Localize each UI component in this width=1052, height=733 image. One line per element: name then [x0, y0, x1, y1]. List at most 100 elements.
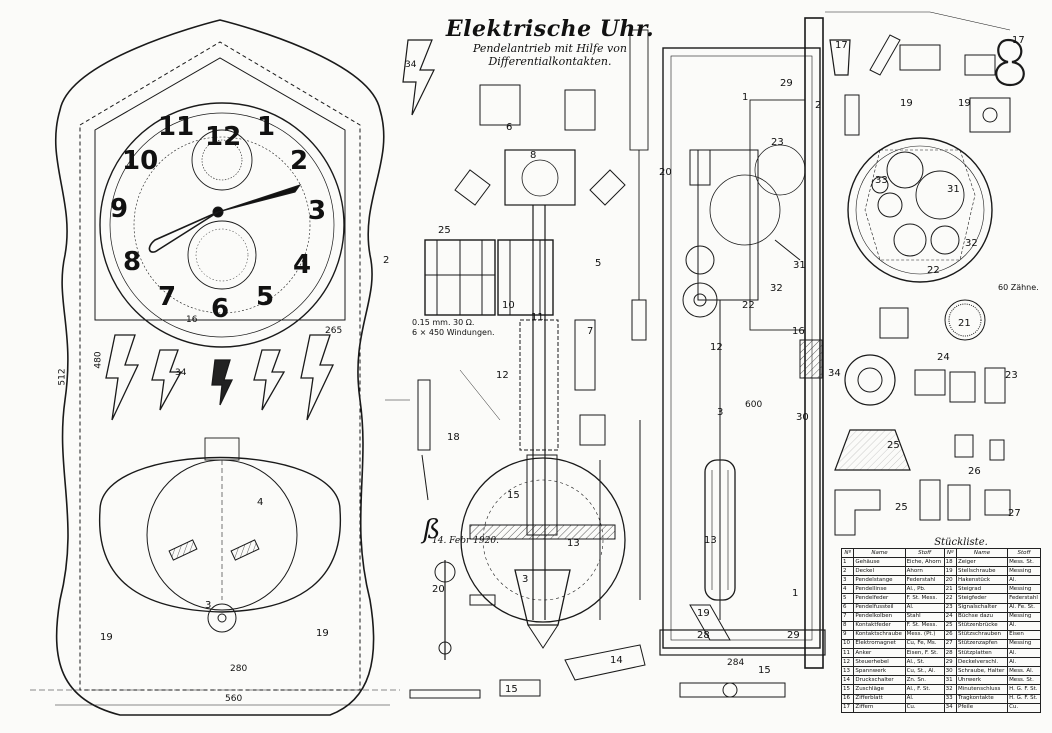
- part-number: 23: [943, 602, 958, 613]
- part-material: Al.: [1007, 648, 1041, 659]
- drawing-title-block: Elektrische Uhr. Pendelantrieb mit Hilfe…: [430, 16, 670, 68]
- part-label: 27: [1008, 508, 1021, 519]
- part-label: 19: [958, 98, 971, 109]
- part-label: 8: [530, 150, 537, 161]
- part-name: Kontaktfeder: [853, 620, 906, 631]
- part-label: 19: [697, 608, 710, 619]
- part-material: Al.: [1007, 620, 1041, 631]
- pendulum-window: [98, 437, 342, 633]
- dial-numeral-5: 5: [256, 282, 275, 312]
- part-name: Steigrad: [955, 584, 1009, 595]
- part-number: 25: [943, 620, 958, 631]
- part-label: 16: [186, 315, 198, 325]
- part-label: 4: [257, 497, 264, 508]
- part-material: Al.: [1007, 575, 1041, 586]
- part-label: 3: [717, 407, 724, 418]
- dial-numeral-8: 8: [123, 247, 142, 277]
- part-name: Stützschrauben: [955, 629, 1009, 640]
- part-number: 9: [840, 629, 855, 640]
- part-label: 23: [771, 137, 784, 148]
- part-name: Pendelkolben: [853, 611, 906, 622]
- part-material: Mess. St.: [1007, 675, 1041, 686]
- part-name: Pendellinse: [853, 584, 906, 595]
- dimension-label: 512: [57, 368, 68, 386]
- header-material: Stoff: [904, 547, 945, 559]
- part-label: 19: [100, 632, 113, 643]
- part-material: Federstahl: [1007, 593, 1041, 604]
- part-number: 12: [840, 657, 855, 668]
- part-label: 16: [792, 326, 805, 337]
- part-material: Messing: [1007, 584, 1041, 595]
- part-number: 15: [840, 684, 855, 695]
- part-name: Büchse dazu: [955, 611, 1009, 622]
- part-material: Messing: [1007, 638, 1041, 650]
- header-material: Stoff: [1007, 547, 1041, 559]
- part-label: 13: [567, 538, 580, 549]
- movement-detail: [825, 11, 1025, 536]
- part-number: 32: [943, 684, 958, 695]
- part-number: 34: [943, 702, 958, 713]
- part-name: Druckschalter: [853, 675, 906, 686]
- part-name: Schraube, Halter: [955, 666, 1009, 677]
- part-label: 25: [438, 225, 451, 236]
- clock-case-front-view: [30, 19, 400, 716]
- part-material: Al., St.: [904, 657, 945, 668]
- part-label: 21: [958, 318, 971, 329]
- part-name: Pendelfeder: [853, 593, 906, 604]
- header-no: Nº: [840, 547, 855, 559]
- part-material: Cu, St., Al.: [904, 666, 945, 677]
- part-label: 31: [947, 184, 960, 195]
- lightning-arrows: [105, 334, 335, 421]
- part-material: Mess. Al.: [1007, 666, 1041, 677]
- part-label: 25: [895, 502, 908, 513]
- part-number: 13: [840, 666, 855, 677]
- part-name: Stellschraube: [955, 566, 1009, 577]
- part-material: Al., Pb.: [904, 584, 945, 595]
- part-number: 22: [943, 593, 958, 604]
- part-number: 27: [943, 638, 958, 650]
- part-number: 30: [943, 666, 958, 677]
- part-label: 22: [742, 300, 755, 311]
- part-label: 15: [758, 665, 771, 676]
- part-name: Anker: [853, 648, 906, 659]
- part-label: 34: [828, 368, 841, 379]
- part-name: Deckel: [853, 566, 906, 577]
- part-name: Stützenbrücke: [955, 620, 1009, 631]
- parts-list-title: Stückliste.: [934, 537, 988, 548]
- part-number: 16: [840, 693, 855, 704]
- part-material: Al.: [904, 693, 945, 704]
- part-label: 32: [965, 238, 978, 249]
- part-label: 11: [531, 312, 544, 323]
- part-name: Zeiger: [955, 557, 1009, 568]
- part-number: 24: [943, 611, 958, 622]
- part-label: 34: [175, 368, 187, 378]
- part-name: Zifferblatt: [853, 693, 906, 704]
- dial-numeral-12: 12: [205, 122, 242, 152]
- drawing-subtitle-2: Differentialkontakten.: [488, 55, 612, 68]
- part-material: Cu.: [904, 702, 945, 713]
- part-name: Pendelfussteil: [853, 602, 906, 613]
- part-label: 22: [927, 265, 940, 276]
- part-number: 28: [943, 648, 958, 659]
- part-label: 28: [697, 630, 710, 641]
- part-number: 19: [943, 566, 958, 577]
- drawing-subtitle: Pendelantrieb mit Hilfe von: [473, 42, 627, 55]
- part-name: Ziffern: [853, 702, 906, 713]
- header-name: Name: [853, 547, 906, 559]
- part-material: Al.: [1007, 657, 1041, 668]
- dial-numeral-9: 9: [110, 194, 129, 224]
- dial-numeral-3: 3: [308, 196, 327, 226]
- part-label: 2: [383, 255, 390, 266]
- part-material: Cu, Fe, Ms.: [904, 638, 945, 650]
- part-number: 17: [840, 702, 855, 713]
- part-label: 17: [835, 40, 848, 51]
- coil-note: 0.15 mm. 30 Ω.: [412, 318, 475, 327]
